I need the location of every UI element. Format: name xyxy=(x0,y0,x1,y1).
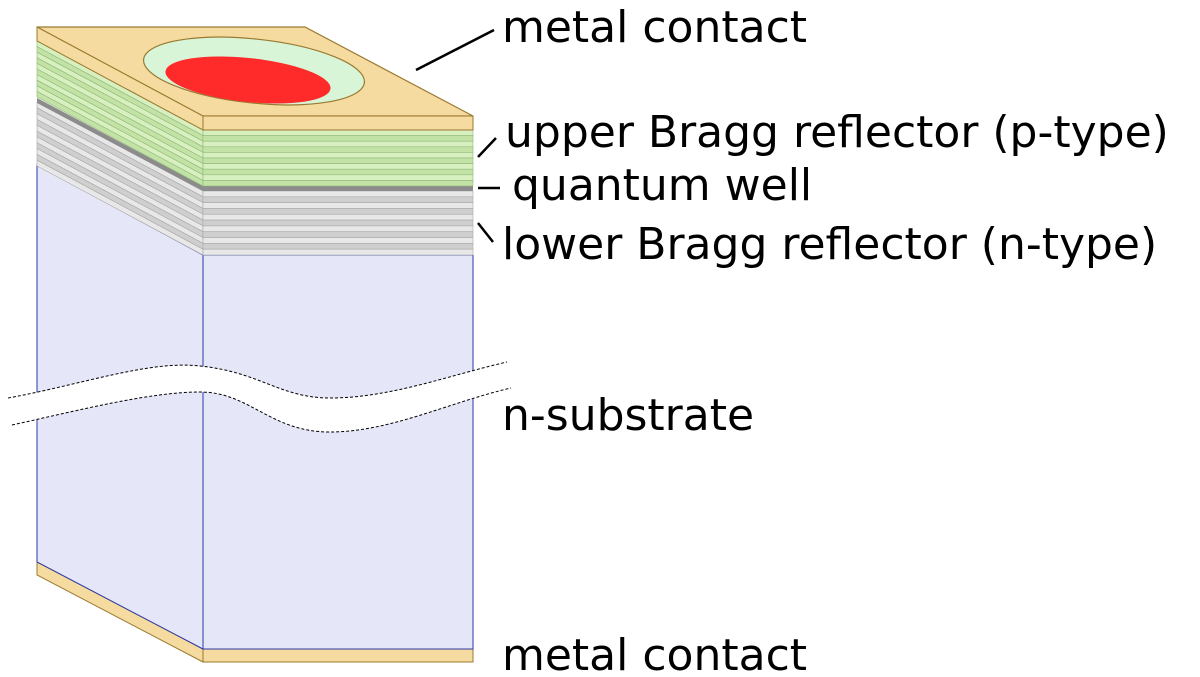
label-n-substrate: n-substrate xyxy=(502,390,754,441)
bragg-layer-front xyxy=(202,129,474,136)
upper-bragg-reflector xyxy=(36,40,474,187)
bragg-layer-front xyxy=(202,135,474,142)
bragg-layer-front xyxy=(202,225,474,233)
label-quantum-well: quantum well xyxy=(512,160,812,211)
bragg-layer-front xyxy=(202,157,474,164)
bragg-layer-front xyxy=(202,180,474,187)
bragg-layer-front xyxy=(202,168,474,176)
bragg-layer-front xyxy=(202,219,474,227)
bragg-layer-front xyxy=(202,208,474,215)
bragg-layer-front xyxy=(202,202,474,209)
leader-metal-contact xyxy=(415,28,495,72)
bragg-layer-front xyxy=(202,152,474,159)
bragg-layer-front xyxy=(202,231,474,238)
bragg-layer-front xyxy=(202,146,474,153)
bragg-layer-front xyxy=(202,248,474,256)
bragg-layer-front xyxy=(202,196,474,203)
bragg-layer-front xyxy=(202,213,474,221)
quantum-well-layer xyxy=(37,98,473,191)
top-metal-contact xyxy=(36,26,474,131)
n-substrate xyxy=(36,164,474,650)
lower-bragg-reflector xyxy=(36,101,474,256)
leader-lower-bragg xyxy=(477,222,494,243)
break-mark xyxy=(7,361,512,433)
bragg-layer-front xyxy=(202,140,474,148)
leader-lines xyxy=(415,28,500,243)
emission-spot xyxy=(165,56,331,104)
bragg-layer-front xyxy=(202,163,474,170)
label-lower-bragg: lower Bragg reflector (n-type) xyxy=(502,219,1157,270)
bragg-layer-front xyxy=(202,243,474,250)
bragg-layer-front xyxy=(202,190,474,198)
bragg-layer-front xyxy=(202,174,474,181)
label-metal-contact-bottom: metal contact xyxy=(502,630,807,677)
leader-upper-bragg xyxy=(477,137,497,158)
label-metal-contact-top: metal contact xyxy=(502,2,807,53)
bragg-layer-front xyxy=(202,237,474,244)
label-upper-bragg: upper Bragg reflector (p-type) xyxy=(505,107,1169,158)
